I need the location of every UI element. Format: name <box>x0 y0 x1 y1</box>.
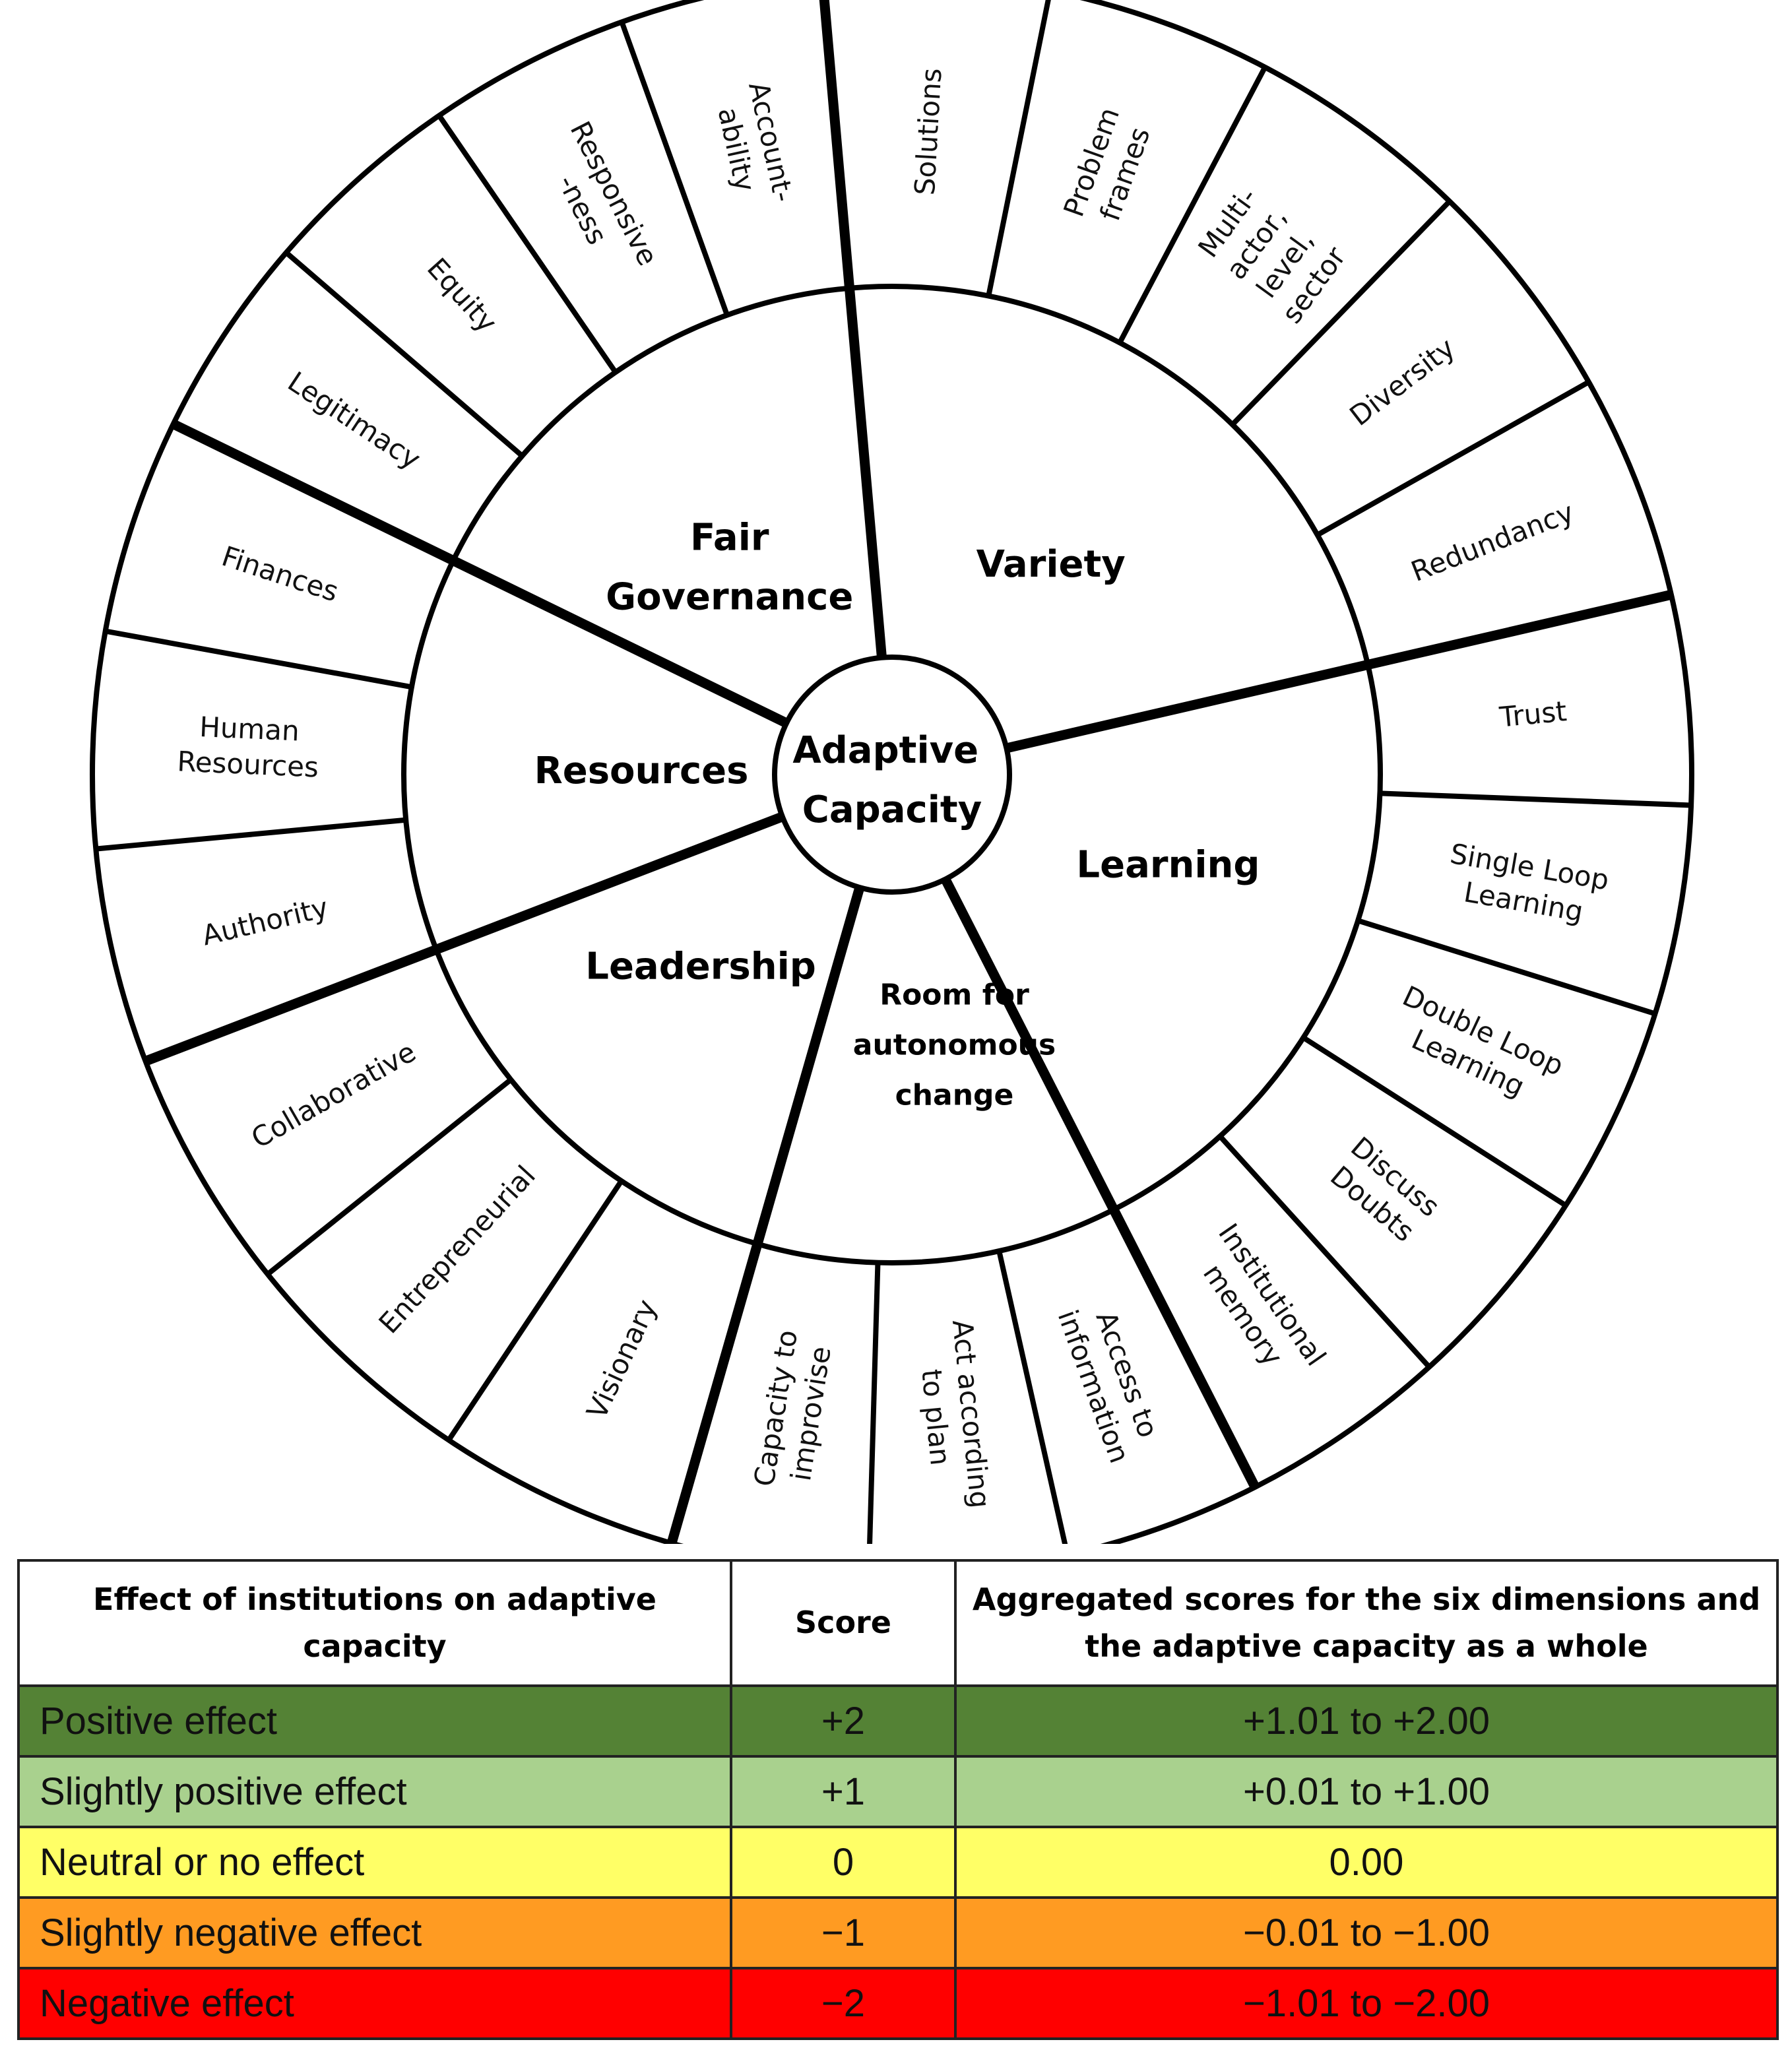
legend-effect: Negative effect <box>17 1967 732 2040</box>
sub-item-divider <box>104 628 412 690</box>
legend-header-row: Effect of institutions on adaptive capac… <box>17 1559 1779 1687</box>
legend-rows: Positive effect +2 +1.01 to +2.00 Slight… <box>17 1684 1779 2040</box>
legend-effect: Slightly positive effect <box>17 1755 732 1828</box>
legend-header-score: Score <box>730 1559 957 1687</box>
legend-score: +2 <box>730 1684 957 1758</box>
sub-item-divider <box>437 113 618 374</box>
center-label-line: Adaptive <box>792 729 978 772</box>
sub-item-label-line: Solutions <box>909 67 948 196</box>
dimension-divider <box>666 886 865 1544</box>
sub-item-label: HumanResources <box>177 710 321 784</box>
center-circle <box>772 655 1012 895</box>
legend-row: Slightly negative effect −1 −0.01 to −1.… <box>17 1896 1779 1969</box>
legend-header-effect: Effect of institutions on adaptive capac… <box>17 1559 732 1687</box>
sub-item-divider <box>284 250 525 458</box>
legend-score: 0 <box>730 1826 957 1899</box>
dimension-label-line: Learning <box>1076 844 1260 887</box>
legend-header-range: Aggregated scores for the six dimensions… <box>954 1559 1779 1687</box>
sub-item-label: Solutions <box>909 67 948 196</box>
sub-item-divider <box>1218 1134 1432 1369</box>
sub-item-divider <box>867 1262 881 1544</box>
sub-item-label-line: Trust <box>1498 695 1568 733</box>
sub-item-divider <box>1117 66 1267 344</box>
legend-row: Positive effect +2 +1.01 to +2.00 <box>17 1684 1779 1758</box>
legend-score: −1 <box>730 1896 957 1969</box>
sub-item-divider <box>1316 379 1590 538</box>
dimension-divider <box>143 812 784 1066</box>
dimension-divider <box>1005 590 1673 753</box>
dimension-label: Learning <box>1076 844 1260 887</box>
dimension-label-line: Fair <box>690 516 769 559</box>
legend-effect: Neutral or no effect <box>17 1826 732 1899</box>
legend-range: +1.01 to +2.00 <box>954 1684 1779 1758</box>
legend-score: +1 <box>730 1755 957 1828</box>
sub-item-divider <box>986 0 1051 297</box>
sub-item-dividers <box>95 0 1692 1544</box>
dimension-divider <box>941 877 1260 1490</box>
sub-item-label-line: Resources <box>177 745 319 783</box>
sub-item-divider <box>266 1077 513 1277</box>
dimension-label-line: change <box>895 1079 1014 1112</box>
legend-effect: Slightly negative effect <box>17 1896 732 1969</box>
dimension-label: Leadership <box>585 945 816 988</box>
center-label-line: Capacity <box>802 788 982 831</box>
sub-item-divider <box>1231 199 1452 427</box>
sub-item-divider <box>996 1250 1068 1544</box>
sub-item-label: Trust <box>1498 695 1568 733</box>
sub-item-divider <box>619 20 730 316</box>
legend-range: 0.00 <box>954 1826 1779 1899</box>
legend-range: −0.01 to −1.00 <box>954 1896 1779 1969</box>
dimension-label-line: Variety <box>976 543 1126 586</box>
dimension-label-line: Leadership <box>585 945 816 988</box>
dimension-dividers <box>143 0 1673 1544</box>
center-label: Adaptive Capacity <box>792 729 991 831</box>
sub-item-divider <box>1380 790 1692 808</box>
legend-score: −2 <box>730 1967 957 2040</box>
sub-item-divider <box>446 1179 624 1442</box>
dimension-label-line: Governance <box>606 575 853 618</box>
dimension-label: Resources <box>534 750 749 792</box>
sub-item-label-line: Human <box>199 711 300 748</box>
legend-table: Effect of institutions on adaptive capac… <box>17 1559 1779 2040</box>
legend-row: Negative effect −2 −1.01 to −2.00 <box>17 1967 1779 2040</box>
sub-item-divider <box>1357 918 1656 1017</box>
legend-range: −1.01 to −2.00 <box>954 1967 1779 2040</box>
legend-effect: Positive effect <box>17 1684 732 1758</box>
dimension-label-line: Resources <box>534 750 749 792</box>
dimension-divider <box>171 419 789 728</box>
dimension-label-line: Room for <box>880 978 1029 1012</box>
dimension-label: Variety <box>976 543 1126 586</box>
dimension-divider <box>819 0 887 658</box>
dimension-label-line: autonomous <box>853 1029 1056 1062</box>
dimension-label: Room for autonomous change <box>853 978 1056 1112</box>
legend-row: Neutral or no effect 0 0.00 <box>17 1826 1779 1899</box>
legend-range: +0.01 to +1.00 <box>954 1755 1779 1828</box>
sub-item-divider <box>1302 1035 1568 1208</box>
sub-item-divider <box>95 817 406 852</box>
legend-row: Slightly positive effect +1 +0.01 to +1.… <box>17 1755 1779 1828</box>
